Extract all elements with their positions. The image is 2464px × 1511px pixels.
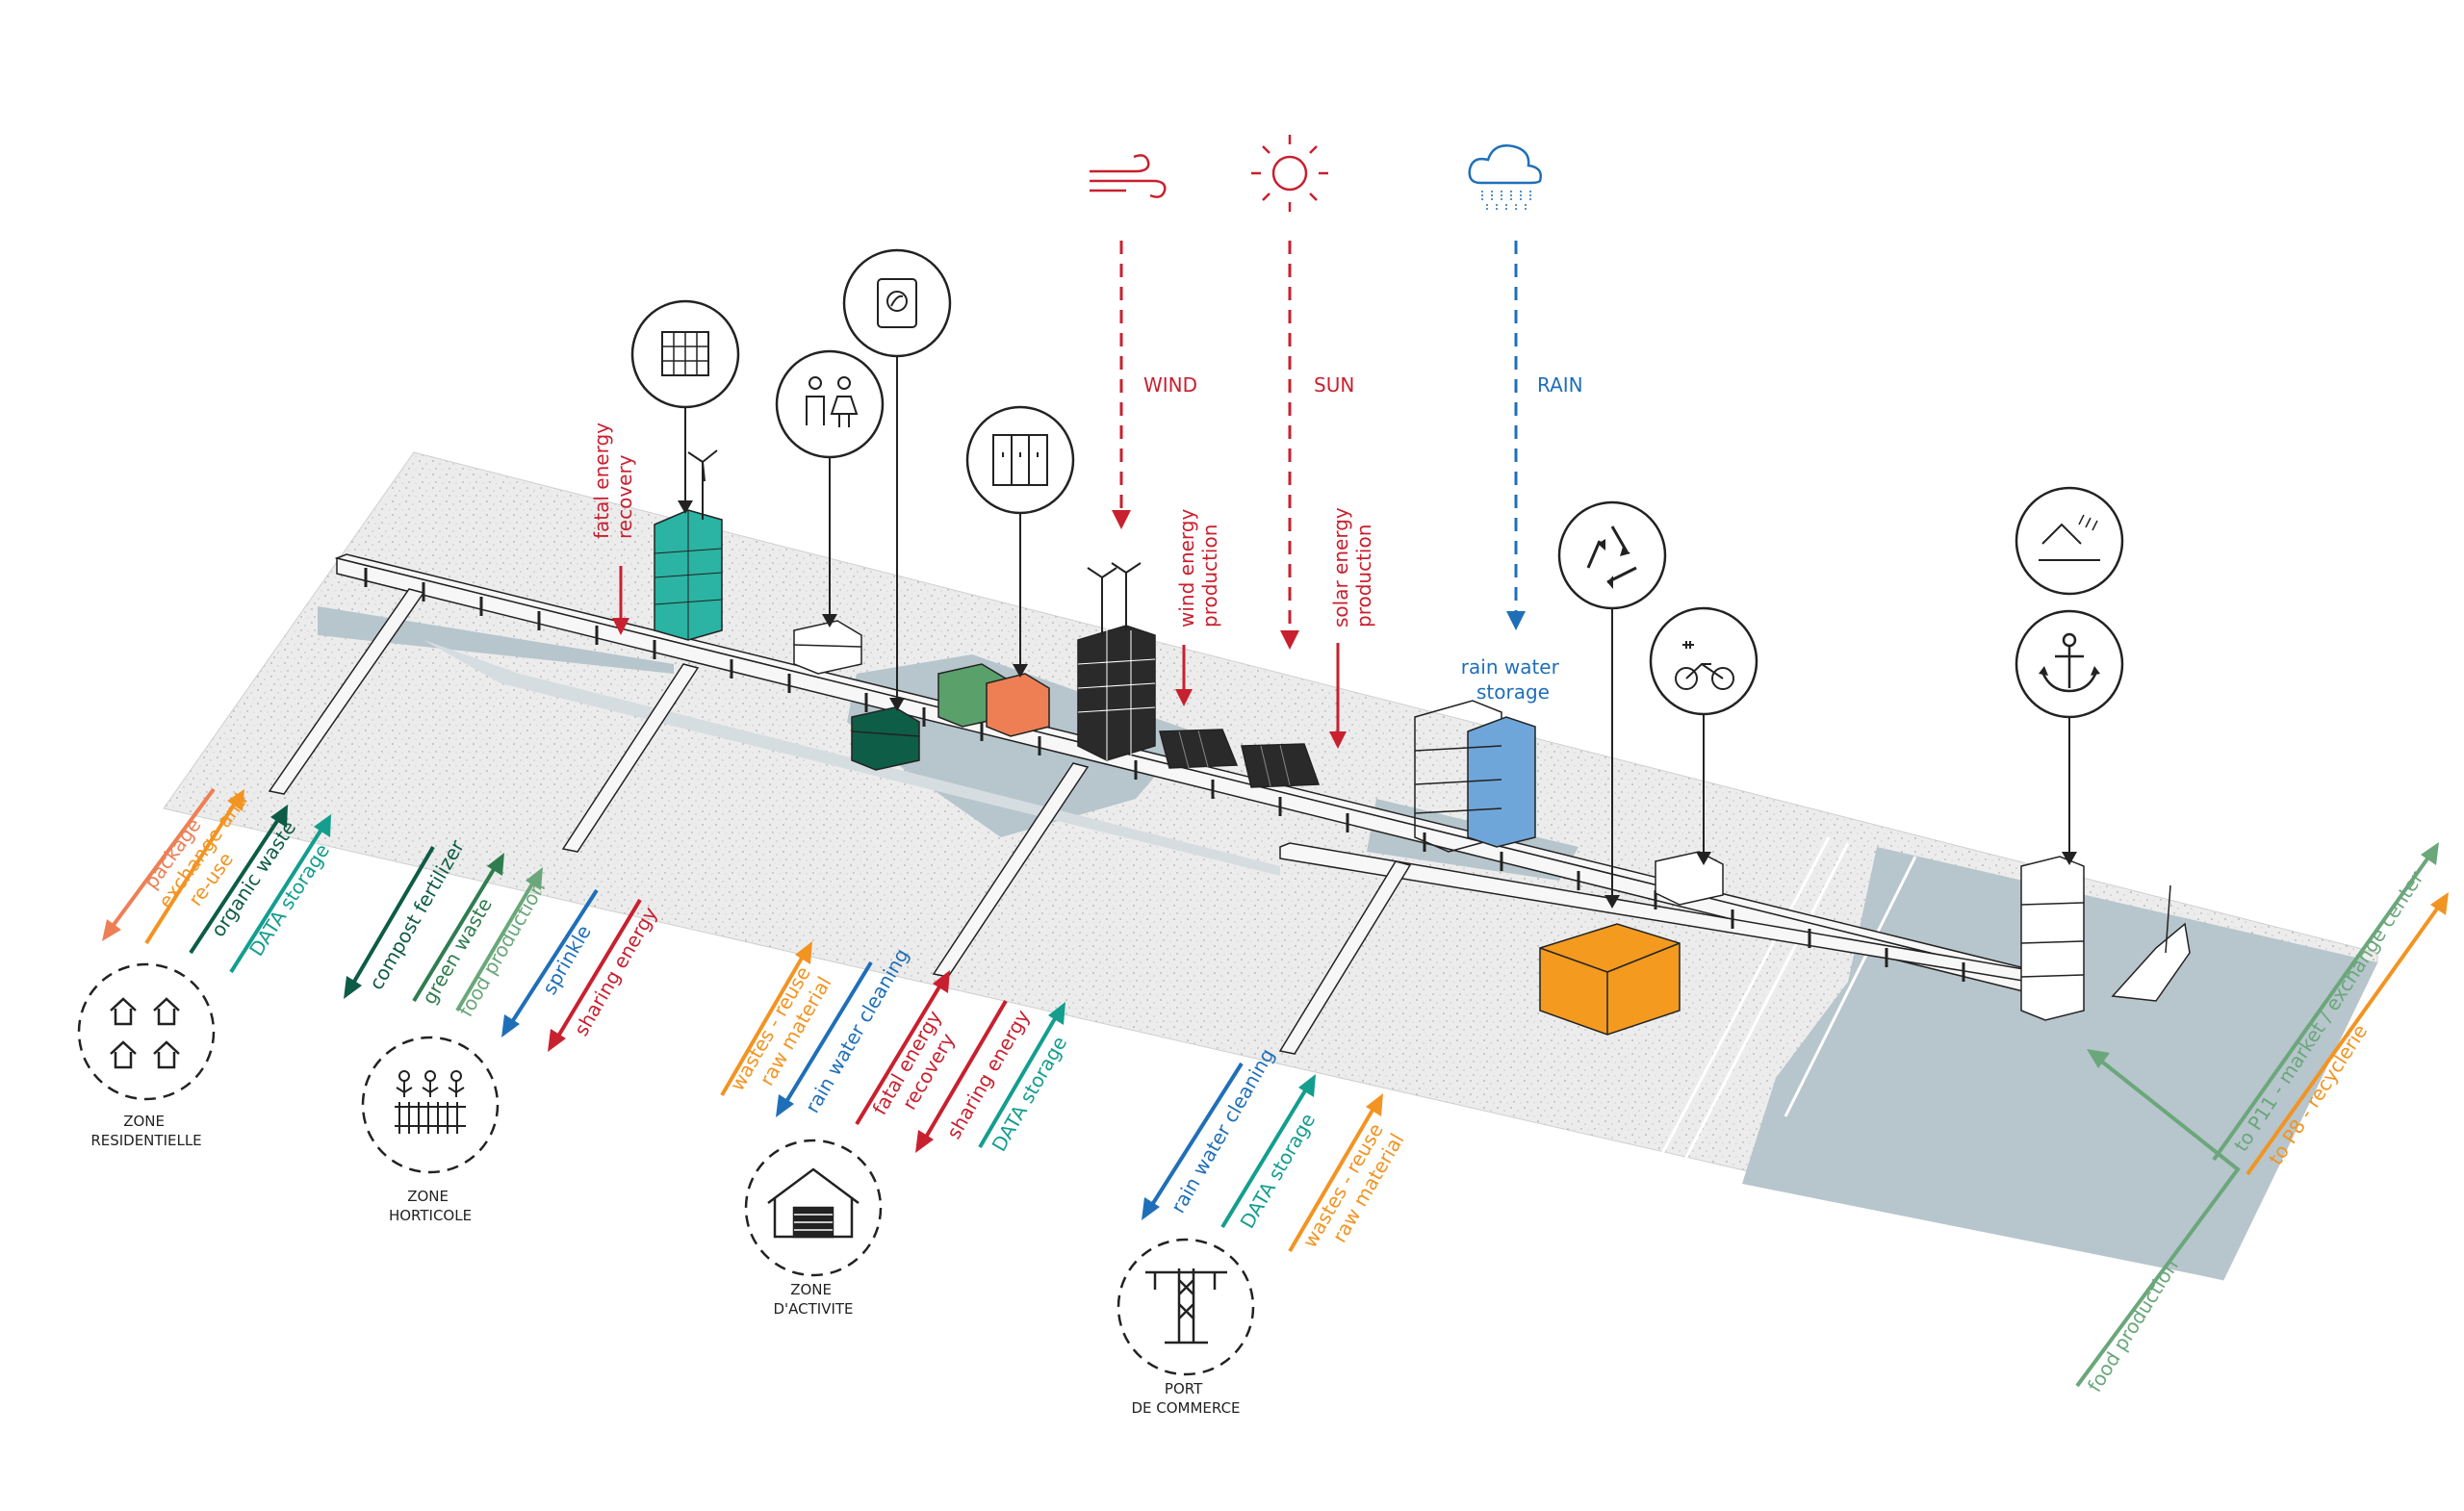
container-modules: [937, 663, 1050, 737]
solar-panels: [1159, 729, 1321, 788]
fatal-energy-line1: fatal energy: [590, 423, 613, 539]
zone-activite: ZONE D'ACTIVITE: [744, 1139, 883, 1318]
svg-text:ZONE HORTICOLE: ZONE HORTICOLE: [389, 1188, 472, 1224]
road-lines: [1634, 836, 1917, 1209]
svg-text:ZONE D'ACTIVITE: ZONE D'ACTIVITE: [773, 1281, 853, 1318]
dark-green-module: [851, 706, 920, 771]
zone-hort-line1: ZONE: [407, 1188, 449, 1205]
zone-res-line2: RESIDENTIELLE: [90, 1132, 201, 1149]
restroom-icon: [775, 349, 885, 627]
rain-storage-label: rain water storage: [1461, 655, 1565, 704]
solar-energy-line2: production: [1352, 525, 1375, 627]
warehouse-icon: [767, 1167, 860, 1239]
svg-text:solar energy production: solar energy production: [1329, 501, 1375, 627]
houses-icon: [110, 997, 180, 1069]
svg-text:fatal energy recovery: fatal energy recovery: [590, 417, 636, 539]
rain-label: RAIN: [1537, 373, 1583, 397]
sun-icon: [1251, 135, 1328, 212]
harbor-tower: [2020, 856, 2085, 1021]
white-kiosk: [793, 620, 862, 675]
zone-act-line1: ZONE: [790, 1281, 832, 1298]
ebike-charging-icon: [1649, 606, 1758, 865]
zone-res-line1: ZONE: [123, 1113, 165, 1130]
rain-cloud-icon: [1468, 144, 1542, 212]
greenhouse-plants-icon: [395, 1070, 466, 1134]
mountain-icon: [2015, 486, 2124, 596]
boardwalk-posts: [364, 568, 1965, 982]
flow-data-com-text: DATA storage: [1236, 1110, 1321, 1233]
zone-commerce: PORT DE COMMERCE: [1116, 1238, 1255, 1417]
svg-text:rain water storage: rain water storage: [1461, 655, 1565, 704]
rain-storage-line1: rain water: [1461, 655, 1560, 679]
crane-icon: [1145, 1268, 1227, 1345]
wind-energy-arrow: wind energy production: [1175, 502, 1221, 706]
zone-act-line2: D'ACTIVITE: [773, 1300, 853, 1318]
solar-energy-line1: solar energy: [1329, 507, 1352, 627]
teal-tower: [654, 449, 723, 641]
wind-icon: [1090, 154, 1167, 198]
svg-text:wind energy production: wind energy production: [1175, 502, 1221, 627]
recycle-icon: [1557, 500, 1667, 909]
zone-residentielle: ZONE RESIDENTIELLE: [77, 962, 216, 1149]
white-kiosk-2: [1655, 851, 1724, 906]
fatal-energy-arrow: fatal energy recovery: [590, 417, 636, 635]
fatal-energy-line2: recovery: [613, 454, 636, 539]
office-building-icon: [630, 299, 740, 514]
zone-com-line1: PORT: [1165, 1380, 1203, 1397]
side-piers: [268, 588, 1412, 1055]
wind-label: WIND: [1143, 373, 1197, 397]
recycle-orange-box: [1539, 923, 1681, 1036]
boat: [2111, 884, 2191, 1002]
wind-turbine-tower: [1077, 562, 1156, 761]
zone-horticole: ZONE HORTICOLE: [361, 1036, 500, 1224]
rain-storage-tower: [1414, 700, 1536, 853]
anchor-icon: [2015, 609, 2124, 865]
zone-com-line2: DE COMMERCE: [1131, 1399, 1240, 1417]
compost-bag-icon: [842, 248, 952, 711]
sun-label: SUN: [1314, 373, 1354, 397]
svg-text:wastes - reuse raw mat: wastes - reuse raw material: [1298, 1114, 1411, 1263]
lockers-icon: [965, 405, 1075, 678]
zone-hort-line2: HORTICOLE: [389, 1207, 472, 1224]
svg-text:ZONE RESIDENTIELLE: ZONE RESIDENTIELLE: [90, 1113, 201, 1149]
wind-energy-line1: wind energy: [1175, 509, 1198, 627]
rain-storage-line2: storage: [1476, 680, 1550, 704]
wind-energy-line2: production: [1198, 525, 1221, 627]
flow-food-right-text: food production: [2083, 1255, 2183, 1396]
flow-sharing-hort-text: sharing energy: [570, 903, 662, 1040]
solar-energy-arrow: solar energy production: [1329, 501, 1375, 749]
svg-text:PORT DE COMMERCE: PORT DE COMMERCE: [1131, 1380, 1240, 1417]
